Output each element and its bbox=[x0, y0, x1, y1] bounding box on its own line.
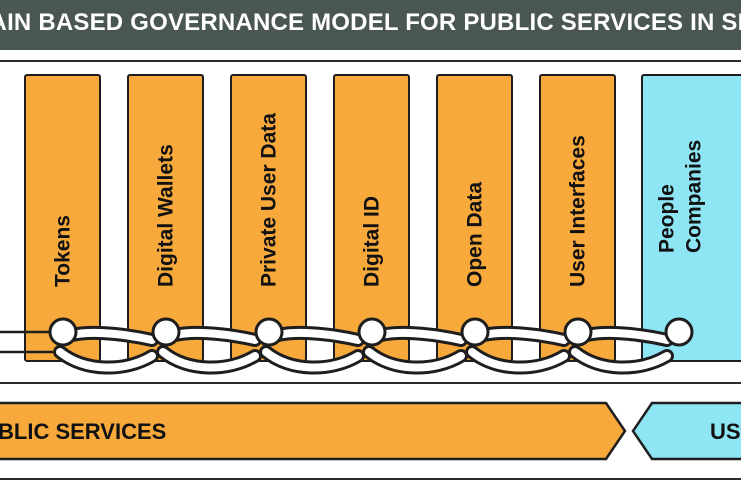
public-services-label: BLIC SERVICES bbox=[0, 419, 167, 444]
ring-node bbox=[357, 317, 387, 347]
ring-node bbox=[151, 317, 181, 347]
bottom-divider bbox=[0, 478, 741, 480]
users-banner bbox=[631, 401, 741, 461]
column-digital-id: Digital ID bbox=[333, 74, 410, 362]
top-divider bbox=[0, 60, 741, 62]
column-private-user-data: Private User Data bbox=[230, 74, 307, 362]
title-bar: HAIN BASED GOVERNANCE MODEL FOR PUBLIC S… bbox=[0, 0, 741, 50]
public-services-banner bbox=[0, 401, 627, 461]
column-user-interfaces: User Interfaces bbox=[539, 74, 616, 362]
column-people-companies: People Companies bbox=[641, 74, 741, 362]
ring-node bbox=[664, 317, 694, 347]
banner-shapes bbox=[0, 401, 741, 461]
column-open-data: Open Data bbox=[436, 74, 513, 362]
users-label: US bbox=[710, 419, 741, 444]
column-tokens: Tokens bbox=[24, 74, 101, 362]
ring-node bbox=[48, 317, 78, 347]
ring-node bbox=[254, 317, 284, 347]
middle-divider bbox=[0, 382, 741, 384]
column-digital-wallets: Digital Wallets bbox=[127, 74, 204, 362]
ring-node bbox=[563, 317, 593, 347]
diagram-title: HAIN BASED GOVERNANCE MODEL FOR PUBLIC S… bbox=[0, 9, 741, 36]
ring-node bbox=[460, 317, 490, 347]
